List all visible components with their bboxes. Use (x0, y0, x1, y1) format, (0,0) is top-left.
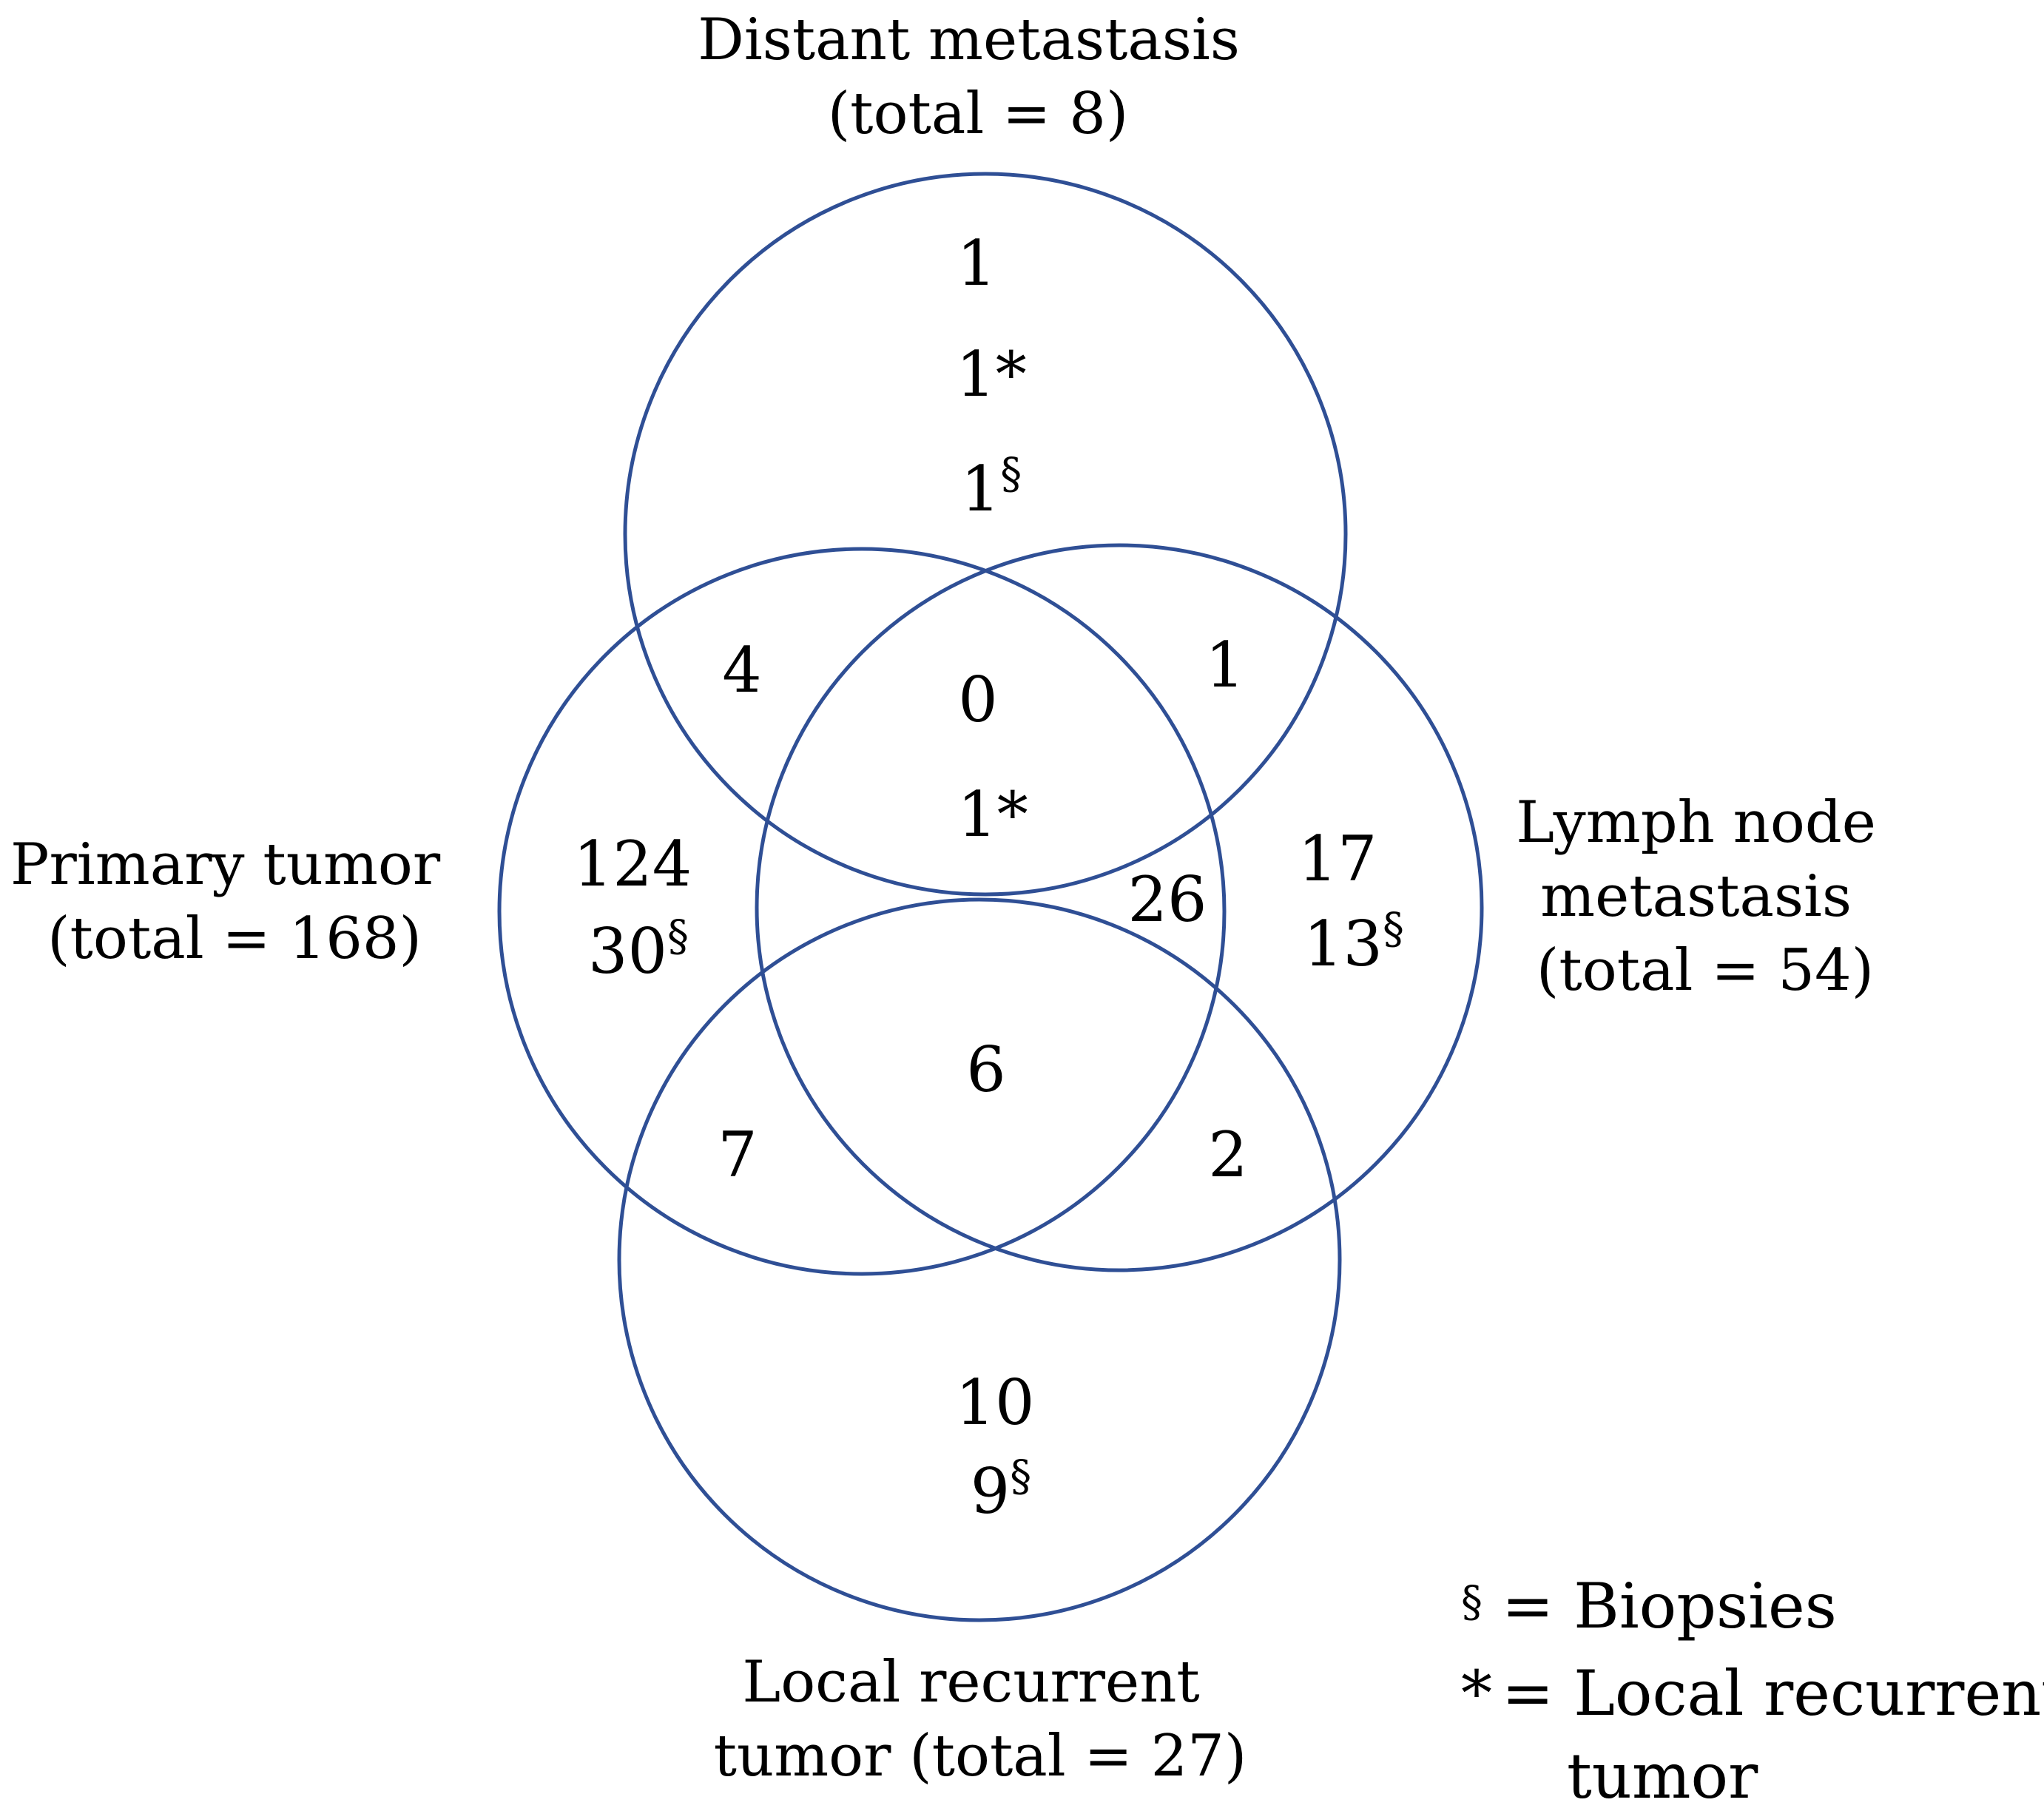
region-distant-only-value: 1 (957, 227, 996, 300)
distant-metastasis-label: Distant metastasis (total = 8) (698, 7, 1258, 147)
region-local-only-value: 10 (956, 1366, 1035, 1439)
legend-biopsy-text: = Biopsies (1502, 1570, 1837, 1642)
region-local-only-biopsy-value: 9§ (971, 1451, 1031, 1528)
legend-local-recurrent-text: = Local recurrent (1502, 1657, 2044, 1730)
region-primary-only-value: 124 (573, 828, 692, 900)
region-primary-local-value: 7 (718, 1119, 757, 1191)
region-primary-lymph-value: 26 (1128, 863, 1207, 936)
lymph-node-metastasis-label: Lymph node metastasis (total = 54) (1516, 789, 1895, 1004)
region-distant-primary-lymph-value: 0 (958, 664, 997, 736)
region-lymph-only-biopsy-value: 13§ (1303, 903, 1404, 980)
legend: § = Biopsies * = Local recurrent tumor (1461, 1570, 2044, 1811)
lymph-node-metastasis-circle (755, 543, 1484, 1272)
region-primary-lymph-local-value: 6 (966, 1033, 1005, 1106)
region-distant-only-biopsy-value: 1§ (961, 448, 1022, 525)
local-recurrent-tumor-circle (617, 897, 1342, 1622)
primary-tumor-label: Primary tumor (total = 168) (10, 832, 459, 972)
local-recurrent-tumor-label: Local recurrent tumor (total = 27) (714, 1649, 1247, 1790)
region-distant-primary-value: 4 (722, 634, 761, 706)
region-lymph-only-value: 17 (1298, 823, 1377, 895)
region-distant-only-local-recurrent-value: 1* (956, 338, 1026, 411)
primary-tumor-circle (497, 547, 1227, 1276)
region-primary-only-biopsy-value: 30§ (588, 911, 689, 988)
region-distant-lymph-value: 1 (1205, 629, 1244, 701)
region-distant-primary-lymph-local-recurrent-value: 1* (957, 778, 1028, 851)
legend-local-recurrent-text-line2: tumor (1567, 1740, 1758, 1811)
legend-biopsy-symbol: § (1461, 1576, 1483, 1627)
distant-metastasis-circle (623, 172, 1348, 897)
legend-local-recurrent-symbol: * (1461, 1657, 1492, 1730)
region-lymph-local-value: 2 (1208, 1119, 1247, 1191)
